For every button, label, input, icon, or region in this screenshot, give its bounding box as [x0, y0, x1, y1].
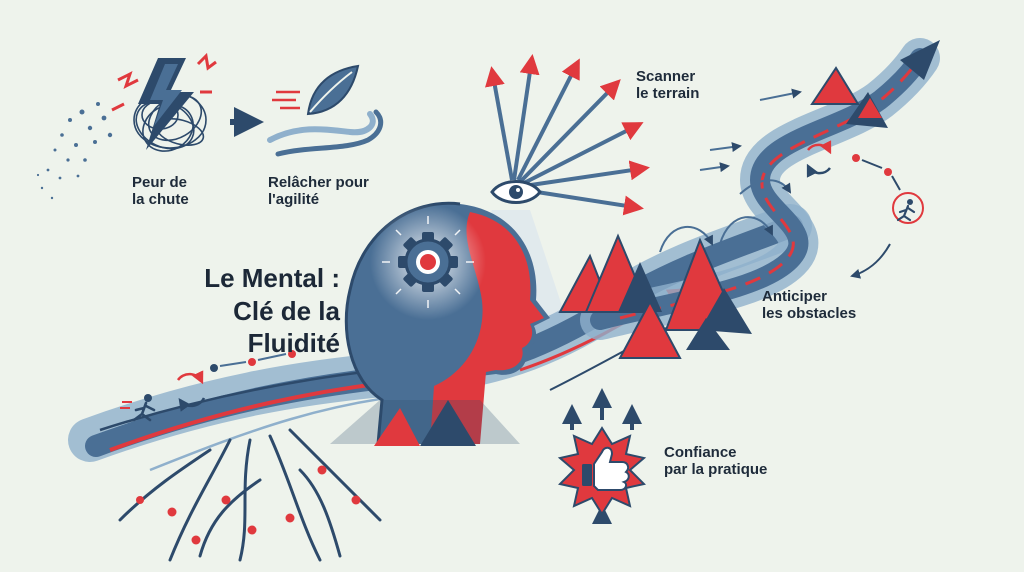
- wind-icon: [267, 90, 384, 157]
- thumbs-up-icon: [557, 426, 647, 516]
- anticipate-label: Anticiper les obstacles: [762, 288, 856, 323]
- hop-arrows: [659, 88, 802, 253]
- confidence-label-line2: par la pratique: [664, 461, 768, 479]
- cycle-arrows-icon: [806, 140, 832, 178]
- fear-label-line2: la chute: [132, 191, 189, 209]
- fear-label-line1: Peur de: [132, 174, 188, 191]
- relax-label: Relâcher pour l'agilité: [268, 174, 369, 209]
- scan-label-line2: le terrain: [636, 85, 700, 103]
- runner-icon: [120, 394, 156, 422]
- root-nodes: [136, 465, 361, 545]
- roots: [118, 428, 382, 562]
- relax-label-line1: Relâcher pour: [268, 174, 369, 191]
- cycle-arrows-icon: [176, 370, 206, 412]
- fear-label: Peur de la chute: [132, 174, 189, 209]
- confidence-label-line1: Confiance: [664, 444, 737, 461]
- mountain-icon: [558, 66, 888, 359]
- lightning-icon: [111, 52, 217, 150]
- scan-label: Scanner le terrain: [636, 68, 699, 103]
- scan-arrows: [485, 54, 650, 216]
- progress-dots-icon: [852, 154, 901, 191]
- winding-road: [580, 38, 940, 340]
- anticipate-label-line1: Anticiper: [762, 288, 828, 305]
- progress-dots-icon: [210, 350, 296, 372]
- anticipate-label-line2: les obstacles: [762, 305, 857, 323]
- title-line2: Clé de la Fluidité: [233, 295, 340, 359]
- page-title: Le Mental : Clé de la Fluidité: [150, 262, 340, 360]
- title-line1: Le Mental :: [204, 263, 340, 293]
- gear-icon: [382, 216, 474, 308]
- confidence-label: Confiance par la pratique: [664, 444, 767, 479]
- leaf-icon: [306, 64, 360, 116]
- scan-label-line1: Scanner: [636, 68, 696, 85]
- return-arrow-icon: [850, 243, 891, 279]
- eye-icon: [490, 180, 542, 204]
- runner-icon: [892, 192, 924, 224]
- relax-label-line2: l'agilité: [268, 191, 320, 209]
